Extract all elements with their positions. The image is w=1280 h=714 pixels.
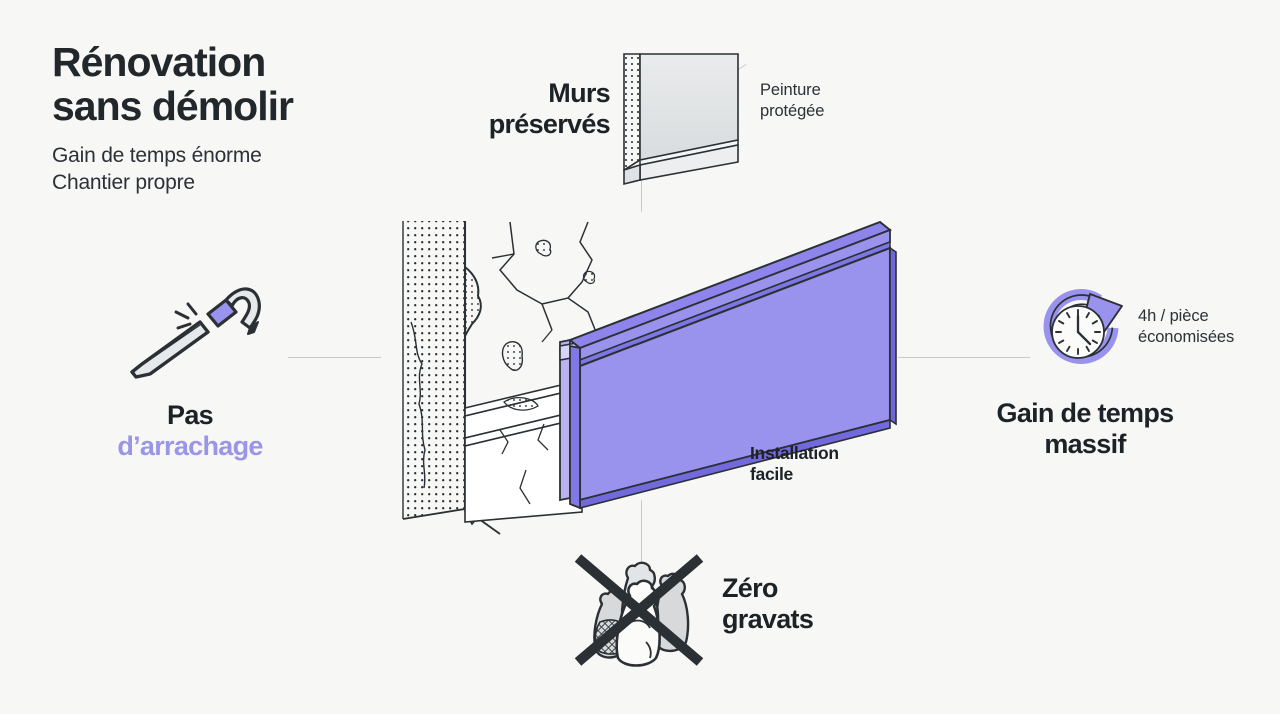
time-saved-heading-line-2: massif (1044, 428, 1126, 459)
installation-label-line-2: facile (750, 464, 793, 484)
time-saved-heading: Gain de temps massif (960, 398, 1210, 460)
time-saved-detail-line-1: 4h / pièce (1138, 307, 1209, 325)
peinture-label-line-2: protégée (760, 102, 825, 121)
no-tearout-heading: Pas d’arrachage (90, 400, 290, 462)
installation-label-line-1: Installation (750, 443, 839, 463)
time-saved-heading-line-1: Gain de temps (996, 398, 1175, 428)
page-subtitle-line-2: Chantier propre (52, 171, 195, 195)
connector-line-right (898, 357, 1030, 358)
no-tearout-heading-line-1: Pas (167, 400, 214, 430)
rubble-bags-crossed-icon (570, 550, 710, 670)
page-title-line-1: Rénovation (52, 39, 266, 85)
title-block: Rénovation sans démolir Gain de temps én… (52, 40, 472, 197)
page-subtitle: Gain de temps énorme Chantier propre (52, 142, 472, 197)
peinture-protegee-label: Peinture protégée (760, 80, 824, 122)
peinture-label-line-1: Peinture (760, 81, 821, 99)
connector-line-bottom (641, 500, 642, 562)
page-subtitle-line-1: Gain de temps énorme (52, 143, 262, 167)
time-saved-detail-label: 4h / pièce économisées (1138, 306, 1234, 348)
walls-heading-line-2: préservés (488, 108, 611, 139)
no-rubble-heading: Zéro gravats (722, 573, 814, 635)
walls-heading-line-1: Murs (548, 78, 610, 108)
no-tearout-heading-line-2: d’arrachage (117, 430, 263, 461)
connector-line-left (288, 357, 381, 358)
connector-line-top (641, 150, 642, 212)
wall-panel-icon (618, 44, 764, 186)
walls-heading: Murs préservés (457, 78, 611, 140)
no-rubble-heading-line-2: gravats (722, 603, 814, 634)
clock-arrow-icon (1036, 286, 1126, 374)
crowbar-icon (128, 278, 264, 379)
no-rubble-heading-line-1: Zéro (722, 573, 778, 603)
page-title-line-2: sans démolir (52, 83, 294, 130)
time-saved-detail-line-2: économisées (1138, 328, 1235, 347)
baseboard-profile-icon (392, 212, 897, 542)
installation-facile-label: Installation facile (750, 443, 839, 485)
